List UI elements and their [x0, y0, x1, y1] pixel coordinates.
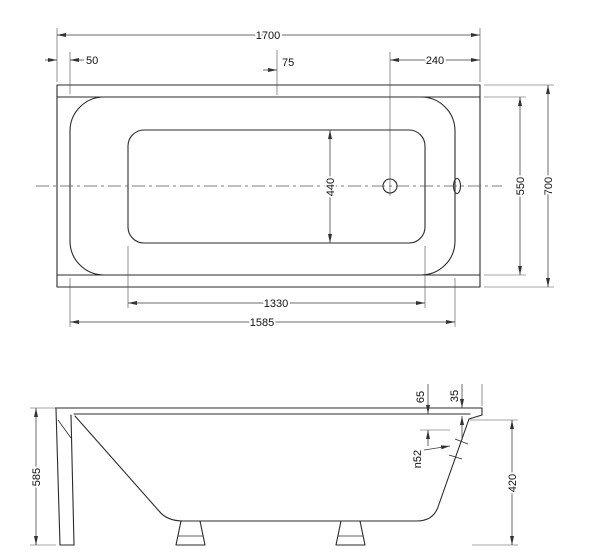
dim-drain-offset-label: 240 [426, 55, 444, 67]
dim-rim-to-overflow: 65 [413, 384, 450, 446]
dim-rim-left: 50 [45, 52, 100, 94]
dim-rim-thickness: 35 [447, 384, 483, 440]
dim-body-height-label: 420 [507, 474, 519, 492]
foot-rear [335, 520, 366, 546]
dim-total-length-label: 1700 [256, 30, 280, 42]
dim-offset-75: 75 [263, 50, 296, 95]
dim-total-length: 1700 [56, 28, 481, 82]
dim-inner-length-label: 1585 [250, 317, 274, 329]
dim-inner-width: 550 [484, 96, 529, 276]
dim-offset-75-label: 75 [282, 57, 294, 69]
side-apron [55, 408, 75, 546]
dim-overall-height-label: 585 [31, 468, 43, 486]
tub-floor-edge [127, 129, 426, 244]
overflow-section-marks [448, 438, 469, 460]
side-tub-shell [74, 415, 470, 522]
dim-body-height: 420 [470, 419, 521, 546]
dim-rim-left-label: 50 [86, 55, 98, 67]
foot-front [175, 520, 206, 546]
dim-inner-length: 1585 [69, 278, 456, 331]
dim-floor-length-label: 1330 [264, 298, 288, 310]
dim-overflow-diameter-label: n52 [412, 450, 424, 468]
dim-total-width: 700 [484, 84, 557, 288]
side-view: 585 65 35 n52 420 [29, 384, 521, 546]
dim-drain-offset: 240 [389, 52, 480, 196]
dim-35-label: 35 [449, 390, 461, 402]
dim-65-label: 65 [415, 391, 427, 403]
dim-overflow-diameter: n52 [410, 445, 451, 470]
dim-inner-width-label: 550 [515, 177, 527, 195]
top-view: 1700 50 75 240 700 [36, 28, 557, 331]
dim-total-width-label: 700 [543, 177, 555, 195]
dim-overall-height: 585 [29, 407, 56, 546]
dim-floor-width-label: 440 [325, 178, 337, 196]
side-rim-lip-slope [468, 414, 483, 420]
dim-floor-length: 1330 [127, 246, 426, 312]
dim-floor-width: 440 [323, 130, 339, 243]
